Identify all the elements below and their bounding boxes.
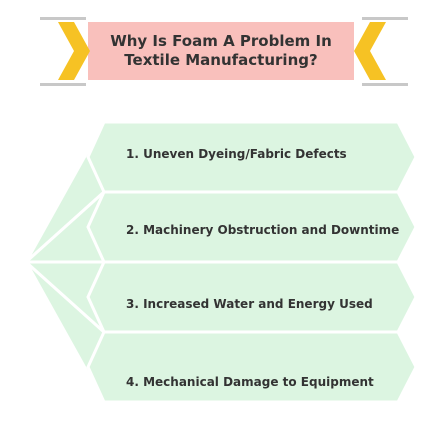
title-line-2: Textile Manufacturing? [124,51,318,69]
left-rule-top [40,17,86,20]
item-label-1: 1. Uneven Dyeing/Fabric Defects [126,147,347,161]
left-chevron-icon [58,22,90,80]
item-arrow-4 [86,330,418,404]
right-rule-top [362,17,408,20]
title-line-1: Why Is Foam A Problem In [110,32,332,50]
right-chevron-icon [354,22,386,80]
title-box: Why Is Foam A Problem In Textile Manufac… [88,22,354,80]
right-rule-bottom [362,83,408,86]
item-label-3: 3. Increased Water and Energy Used [126,297,373,311]
item-label-2: 2. Machinery Obstruction and Downtime [126,223,400,237]
title-banner [88,22,354,80]
item-label-4: 4. Mechanical Damage to Equipment [126,375,374,389]
left-rule-bottom [40,83,86,86]
